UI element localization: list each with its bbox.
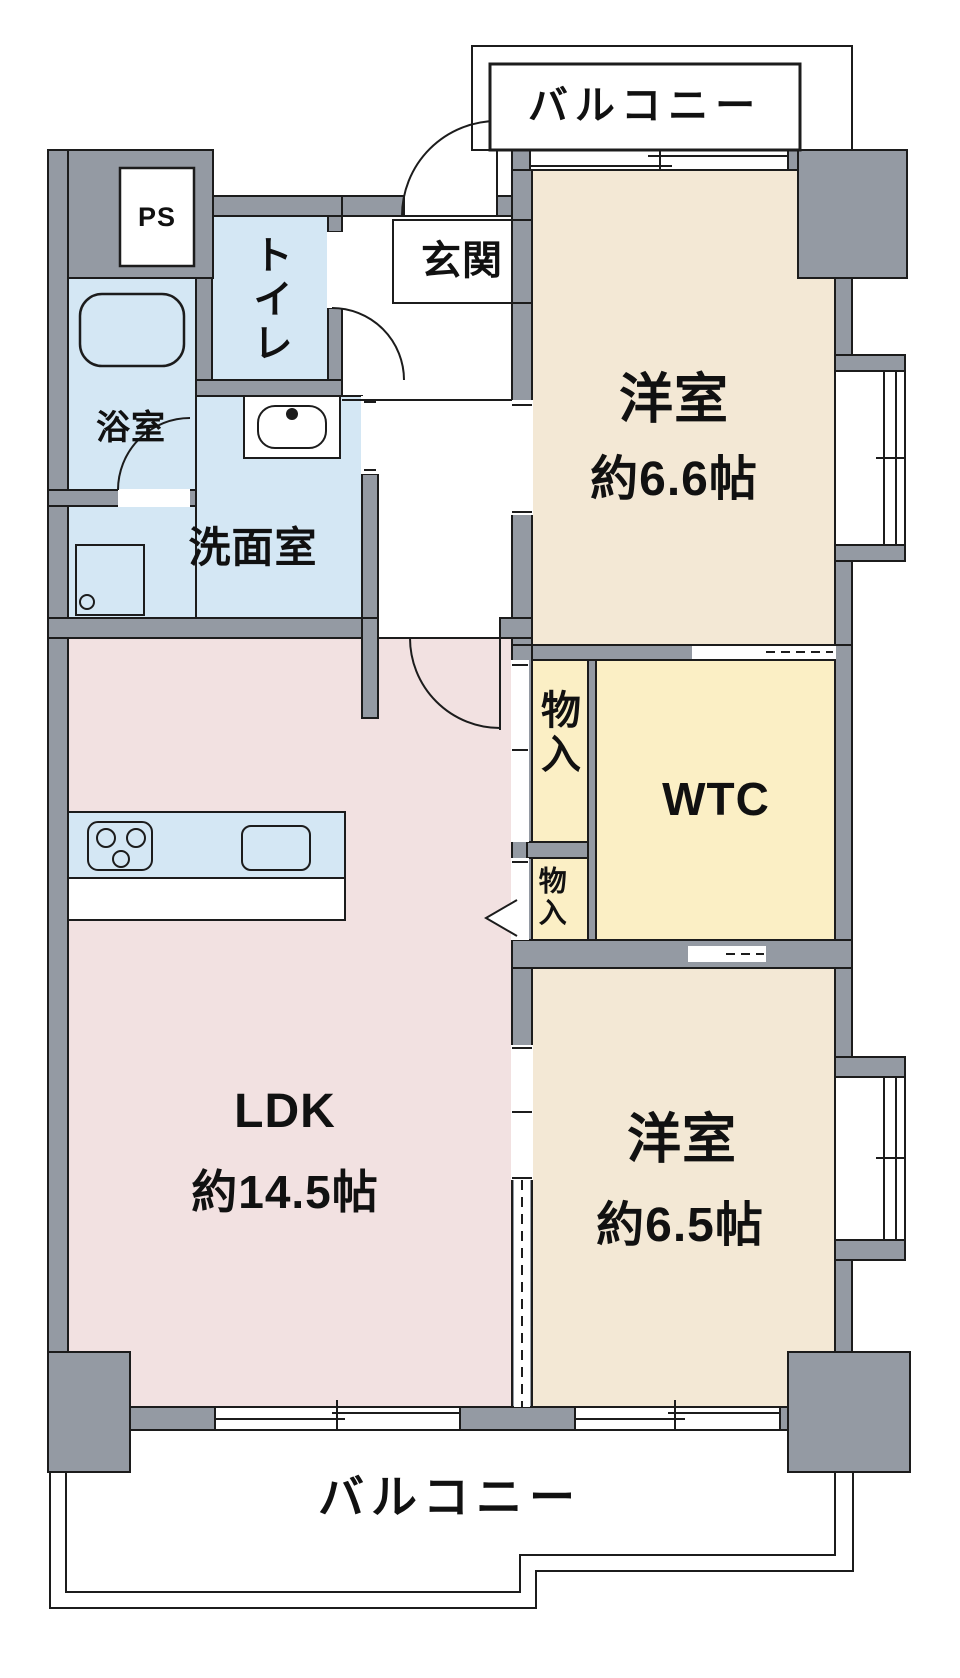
ldk-floor [67, 637, 513, 1408]
entrance-door-arc [401, 120, 498, 217]
entrance-label-box [392, 219, 533, 304]
storage-lower-label: 物入 [535, 866, 567, 930]
bath-door-arc [117, 417, 191, 491]
western-room-2-size: 約6.5帖 [596, 1198, 764, 1252]
storage-upper-label: 物入 [535, 689, 579, 777]
ps-box [118, 166, 196, 268]
balcony-bottom-label: バルコニー [317, 1470, 583, 1523]
doors [117, 120, 518, 937]
bath-label: 浴室 [96, 409, 166, 448]
ps-label: PS [137, 201, 177, 232]
ldk-door-arc [409, 637, 501, 729]
balcony-top-label: バルコニー [527, 84, 763, 128]
balcony-outlines [49, 45, 854, 1609]
kitchen-counter-front [67, 877, 346, 921]
folding-door-symbol [484, 899, 518, 937]
western-room-1-size: 約6.6帖 [590, 452, 758, 506]
ldk-label: LDK [234, 1084, 336, 1138]
washroom-label: 洗面室 [188, 523, 318, 571]
bathtub-icon [78, 292, 186, 368]
toilet-floor [211, 215, 329, 381]
wash-basin-icon [257, 405, 327, 449]
western-room-2-floor [531, 967, 836, 1408]
fixtures [67, 292, 346, 921]
wtc-label: WTC [662, 772, 770, 825]
balcony-bottom-inner-line [65, 1472, 836, 1593]
toilet-label: トイレ [247, 234, 291, 366]
western-room-1-label: 洋室 [619, 369, 729, 430]
kitchen-sink-icon [241, 825, 311, 871]
entrance-label: 玄関 [421, 239, 503, 283]
stove-icon [87, 821, 153, 871]
basin-faucet-dot [286, 408, 298, 420]
balcony-top-label-box [488, 62, 802, 152]
balcony-bottom-outer-line [49, 1472, 854, 1609]
toilet-door-arc [331, 307, 405, 381]
washer-pan-icon [75, 544, 145, 616]
western-room-2-label: 洋室 [627, 1109, 737, 1170]
washer-drain-icon [79, 594, 95, 610]
western-room-1-floor [531, 149, 836, 646]
ldk-size: 約14.5帖 [191, 1165, 379, 1218]
windows [214, 149, 906, 1431]
opening-marks [364, 401, 833, 1407]
